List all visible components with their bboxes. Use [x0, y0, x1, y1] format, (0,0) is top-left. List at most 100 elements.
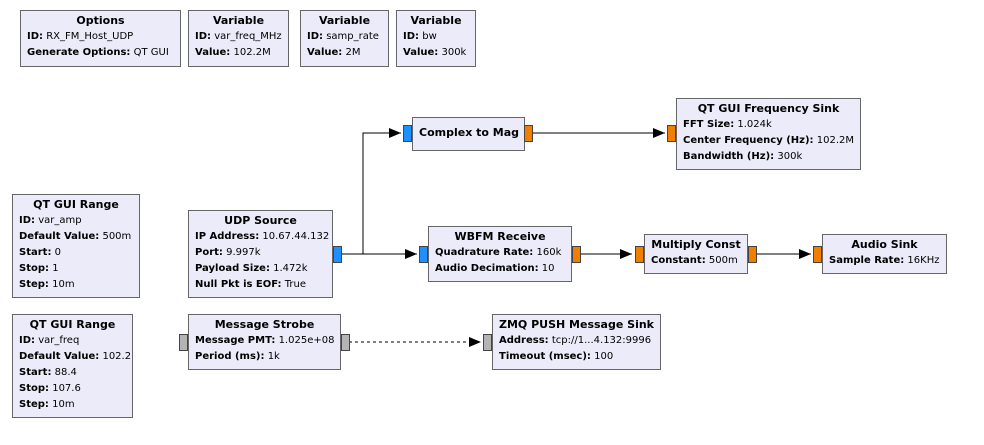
- block-param-row: Sample Rate: 16KHz: [829, 253, 940, 269]
- param-label: Address:: [499, 335, 549, 346]
- block-title: UDP Source: [224, 214, 297, 227]
- param-label: IP Address:: [195, 231, 260, 242]
- param-label: Stop:: [19, 383, 50, 394]
- param-label: Payload Size:: [195, 263, 270, 274]
- param-value: 1.025e+08: [278, 335, 335, 346]
- param-label: FFT Size:: [683, 119, 735, 130]
- block-param-row: Message PMT: 1.025e+08: [195, 333, 334, 349]
- param-value: 0: [54, 247, 62, 258]
- param-value: 88.4: [54, 367, 77, 378]
- multiply-const-input-port[interactable]: [635, 246, 644, 263]
- param-label: Default Value:: [19, 231, 100, 242]
- block-param-row: ID: var_amp: [19, 213, 133, 229]
- param-label: Null Pkt is EOF:: [195, 279, 282, 290]
- message-strobe-input-port[interactable]: [179, 334, 188, 351]
- zmq-push-sink-input-port[interactable]: [483, 334, 492, 351]
- param-label: Start:: [19, 247, 52, 258]
- audio-sink-input-port[interactable]: [813, 246, 822, 263]
- param-value: var_freq: [38, 335, 80, 346]
- block-param-row: Null Pkt is EOF: True: [195, 277, 326, 293]
- block-title: WBFM Receive: [454, 230, 546, 243]
- block-title: ZMQ PUSH Message Sink: [499, 318, 654, 331]
- param-value: 2M: [345, 47, 361, 58]
- complex-to-mag-block[interactable]: Complex to Mag: [412, 117, 525, 151]
- param-label: Message PMT:: [195, 335, 276, 346]
- param-label: ID:: [307, 31, 324, 42]
- block-title: Complex to Mag: [419, 126, 520, 139]
- udp-source-output-port[interactable]: [333, 246, 342, 263]
- param-value: 1.472k: [273, 263, 308, 274]
- block-param-row: ID: var_freq: [19, 333, 126, 349]
- block-param-row: Default Value: 500m: [19, 229, 133, 245]
- param-value: 100: [594, 351, 614, 362]
- param-value: bw: [422, 31, 437, 42]
- complex-to-mag-input-port[interactable]: [403, 125, 412, 142]
- param-label: Sample Rate:: [829, 255, 905, 266]
- block-param-row: Center Frequency (Hz): 102.2M: [683, 133, 854, 149]
- param-label: Value:: [307, 47, 343, 58]
- block-param-row: Start: 0: [19, 245, 133, 261]
- block-param-row: Step: 10m: [19, 397, 126, 413]
- param-label: Step:: [19, 399, 49, 410]
- block-title: Options: [76, 14, 125, 27]
- block-param-row: Start: 88.4: [19, 365, 126, 381]
- block-param-row: Stop: 1: [19, 261, 133, 277]
- param-value: var_amp: [38, 215, 82, 226]
- block-param-row: ID: bw: [403, 29, 469, 45]
- param-value: var_freq_MHz: [214, 31, 282, 42]
- message-strobe-output-port[interactable]: [341, 334, 350, 351]
- param-label: ID:: [19, 215, 36, 226]
- param-value: 300k: [441, 47, 467, 58]
- param-value: 10m: [52, 279, 75, 290]
- freq-sink-input-port[interactable]: [667, 125, 676, 142]
- block-param-row: ID: var_freq_MHz: [195, 29, 282, 45]
- param-label: ID:: [27, 31, 44, 42]
- param-label: ID:: [195, 31, 212, 42]
- param-label: Generate Options:: [27, 47, 131, 58]
- param-value: 9.997k: [226, 247, 261, 258]
- param-value: 10: [541, 263, 555, 274]
- block-title: Audio Sink: [851, 238, 918, 251]
- param-value: 500m: [102, 231, 132, 242]
- param-value: 500m: [708, 255, 738, 266]
- param-value: 10m: [52, 399, 75, 410]
- wbfm-input-port[interactable]: [419, 246, 428, 263]
- param-label: Value:: [403, 47, 439, 58]
- wire-udp-to-complex-mag: [342, 128, 401, 255]
- block-title: QT GUI Frequency Sink: [697, 102, 840, 115]
- param-label: Port:: [195, 247, 223, 258]
- param-label: Step:: [19, 279, 49, 290]
- block-param-row: Bandwidth (Hz): 300k: [683, 149, 854, 165]
- param-label: Constant:: [651, 255, 706, 266]
- complex-to-mag-output-port[interactable]: [524, 125, 533, 142]
- param-label: Timeout (msec):: [499, 351, 591, 362]
- block-param-row: ID: samp_rate: [307, 29, 382, 45]
- block-param-row: Step: 10m: [19, 277, 133, 293]
- param-value: True: [284, 279, 306, 290]
- block-param-row: Audio Decimation: 10: [435, 261, 565, 277]
- param-label: Center Frequency (Hz):: [683, 135, 814, 146]
- param-label: Start:: [19, 367, 52, 378]
- multiply-const-output-port[interactable]: [748, 246, 757, 263]
- wbfm-output-port[interactable]: [572, 246, 581, 263]
- param-label: Value:: [195, 47, 231, 58]
- block-param-row: Value: 102.2M: [195, 45, 282, 61]
- param-value: 16KHz: [907, 255, 940, 266]
- param-label: Audio Decimation:: [435, 263, 539, 274]
- param-value: 1: [52, 263, 59, 274]
- param-value: 300k: [777, 151, 803, 162]
- param-value: 102.2M: [233, 47, 271, 58]
